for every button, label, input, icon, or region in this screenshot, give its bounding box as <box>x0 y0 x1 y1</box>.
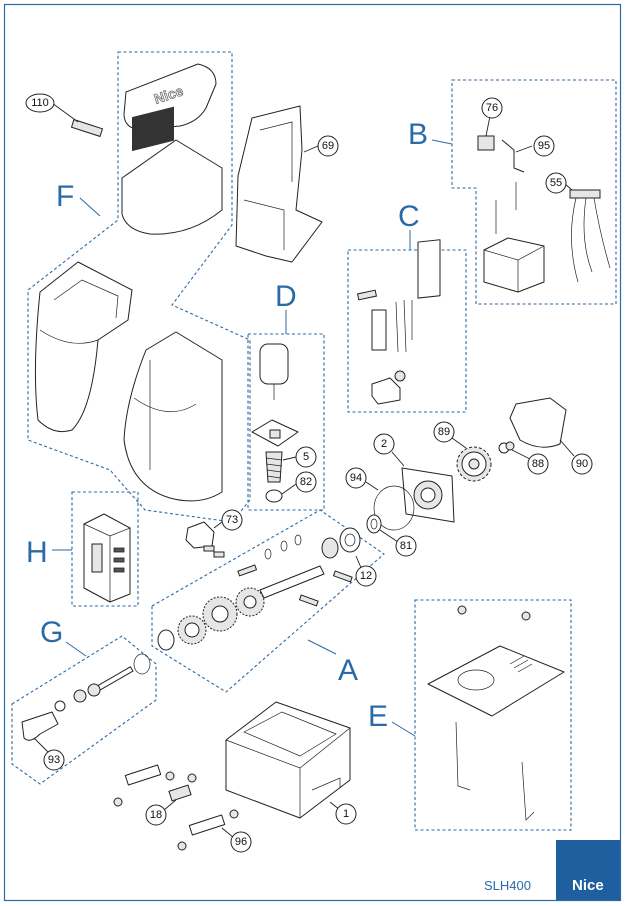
bearing-82 <box>265 489 283 503</box>
part-96: 96 <box>177 809 252 853</box>
group-a-outline <box>151 509 385 693</box>
part-2: 2 <box>373 433 455 523</box>
part-94: 94 <box>345 467 415 531</box>
transformer-bracket <box>501 139 525 173</box>
part-label-90: 90 <box>576 458 588 470</box>
group-label-c: C <box>398 200 420 233</box>
group-g-outline <box>11 635 157 785</box>
part-label-1: 1 <box>343 808 349 820</box>
part-label-94: 94 <box>350 472 362 484</box>
part-label-2: 2 <box>381 438 387 450</box>
part-label-73: 73 <box>226 514 238 526</box>
limit-switch-block <box>371 377 401 405</box>
group-label-b: B <box>408 118 428 151</box>
part-label-89: 89 <box>438 426 450 438</box>
part-label-96: 96 <box>235 836 247 848</box>
group-e: E <box>368 599 572 831</box>
part-label-69: 69 <box>322 140 334 152</box>
terminal-block <box>477 135 495 151</box>
release-key <box>21 711 59 741</box>
brand-logo-box <box>556 840 620 900</box>
group-label-g: G <box>40 616 63 649</box>
part-110: 110 <box>25 93 104 138</box>
group-b-outline <box>451 79 617 305</box>
model-number: SLH400 <box>484 878 531 893</box>
wiring-connector <box>569 189 601 199</box>
part-81: 81 <box>366 514 417 557</box>
part-label-5: 5 <box>303 451 309 463</box>
group-h-outline <box>71 491 139 607</box>
part-label-110: 110 <box>31 97 49 109</box>
output-shaft <box>259 565 325 599</box>
foundation-plate <box>427 645 565 717</box>
group-c-outline <box>347 249 467 413</box>
anchor-bolt-right <box>521 761 535 821</box>
transformer <box>483 237 545 293</box>
part-label-81: 81 <box>400 540 412 552</box>
part-label-95: 95 <box>538 140 550 152</box>
group-e-outline <box>414 599 572 831</box>
limit-switch-board <box>417 239 441 299</box>
part-label-93: 93 <box>48 754 60 766</box>
part-90: 90 <box>509 397 593 475</box>
group-d: D 5 82 <box>247 280 325 511</box>
page-frame <box>3 3 622 902</box>
group-label-a: A <box>338 654 358 687</box>
group-label-e: E <box>368 700 388 733</box>
right-housing-shell <box>123 331 223 502</box>
part-label-88: 88 <box>532 458 544 470</box>
part-label-76: 76 <box>486 102 498 114</box>
part-18: 18 <box>113 764 197 826</box>
grille-mesh <box>132 106 174 152</box>
part-88: 88 <box>498 441 549 475</box>
part-89: 89 <box>433 421 492 482</box>
grille-cover <box>121 139 223 235</box>
group-label-f: F <box>56 180 74 213</box>
group-b: B 76 95 55 <box>408 79 617 305</box>
motor <box>259 343 289 385</box>
part-label-82: 82 <box>300 476 312 488</box>
group-f: F Nice <box>27 51 251 523</box>
part-label-12: 12 <box>360 570 372 582</box>
group-h: H <box>26 491 139 607</box>
group-a: A 12 <box>151 509 385 693</box>
group-g: G 93 <box>11 616 157 785</box>
part-1-base: 1 <box>225 701 357 825</box>
left-housing-shell <box>34 261 133 433</box>
group-label-h: H <box>26 536 48 569</box>
group-c: C <box>347 200 467 413</box>
group-label-d: D <box>275 280 297 313</box>
part-73: 73 <box>185 509 243 558</box>
anchor-bolt-left <box>455 721 471 791</box>
part-label-18: 18 <box>150 809 162 821</box>
wiring-harness <box>571 197 611 283</box>
part-label-55: 55 <box>550 177 562 189</box>
brand-logo: Nice <box>572 877 604 894</box>
part-69: 69 <box>235 105 339 263</box>
control-unit <box>83 513 131 603</box>
